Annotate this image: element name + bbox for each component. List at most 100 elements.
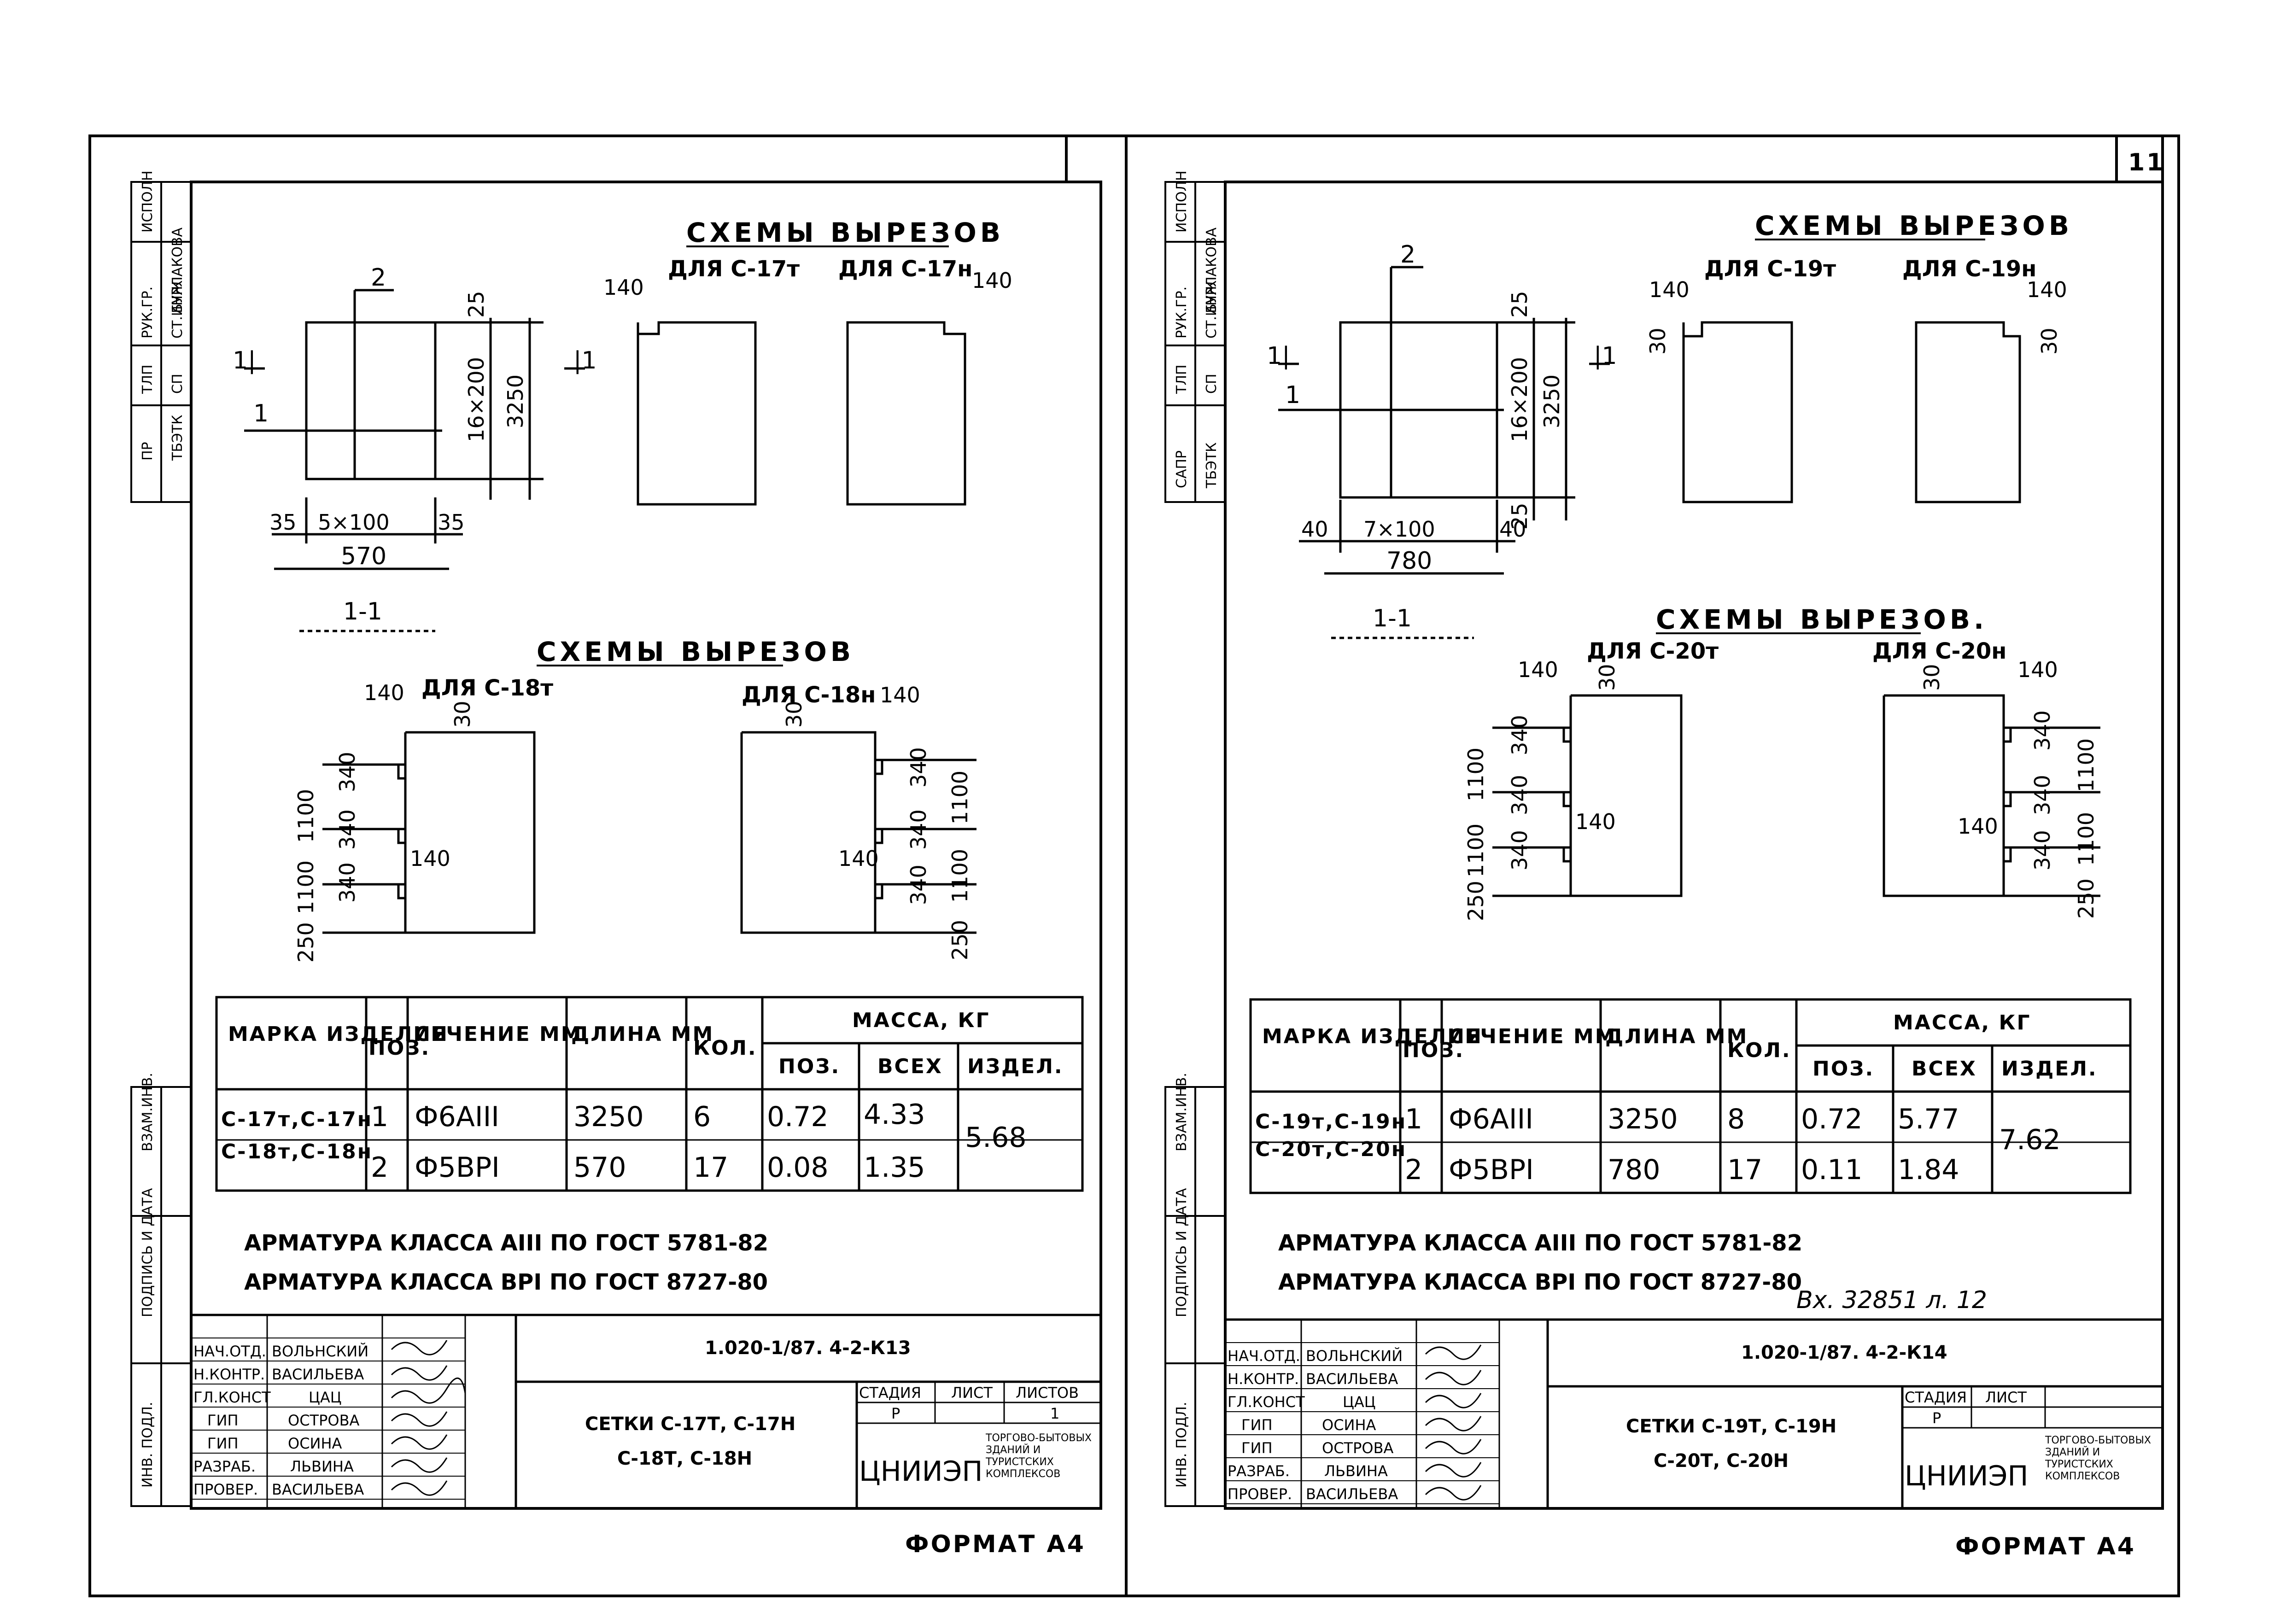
dim-16x200: 16×200 [1507, 357, 1532, 442]
stamp-role-6: ПРОВЕР. [193, 1481, 258, 1498]
dim-40-right: 40 [1499, 517, 1526, 542]
section-mark-left: 1| [1267, 342, 1290, 370]
signature-2 [1425, 1393, 1482, 1408]
dim-570: 570 [341, 543, 386, 570]
table-mark-line2: С-20т,С-20н [1255, 1138, 1407, 1161]
signature-6 [1425, 1485, 1482, 1501]
stamp-org-desc: ТОРГОВО-БЫТОВЫХ ЗДАНИЙ И ТУРИСТСКИХ КОМП… [2045, 1435, 2151, 1482]
dim-30: 30 [2037, 327, 2062, 355]
stamp-org-desc-box: ТОРГОВО-БЫТОВЫХ ЗДАНИЙ И ТУРИСТСКИХ КОМП… [986, 1432, 1092, 1480]
dim-1100: 1100 [947, 849, 972, 903]
signature-5 [1425, 1462, 1482, 1478]
dim-140: 140 [880, 683, 920, 707]
mesh-mark-2: 2 [371, 264, 386, 292]
table-row2-length: 570 [573, 1151, 626, 1184]
stamp-role-3: ГИП [1241, 1416, 1273, 1434]
dim-340: 340 [1507, 830, 1532, 870]
table-row1-section: Ф6АIII [1449, 1103, 1533, 1135]
table-row1-pos: 1 [371, 1101, 388, 1133]
signature-0 [391, 1340, 448, 1355]
table-header-qty: КОЛ. [693, 1036, 757, 1060]
section-mark-right: |1 [573, 347, 597, 374]
table-row2-mass-all: 1.35 [864, 1151, 925, 1184]
dim-140: 140 [838, 846, 879, 871]
table-row1-qty: 6 [693, 1101, 711, 1133]
dim-3250: 3250 [503, 374, 528, 428]
table-header-mass-item: ИЗДЕЛ. [967, 1055, 1064, 1078]
table-header-section: СЕЧЕНИЕ ММ [1449, 1025, 1617, 1048]
cut-scheme-c19t [1682, 321, 1793, 503]
dim-340: 340 [335, 752, 360, 792]
dim-30: 30 [1919, 664, 1944, 691]
top-schemes-title: СХЕМЫ ВЫРЕЗОВ [686, 217, 1004, 248]
stamp-role-2: ГЛ.КОНСТ [1228, 1393, 1305, 1411]
stamp-code: 1.020-1/87. 4-2-К14 [1741, 1342, 1947, 1363]
stamp-name-4: ОСТРОВА [1322, 1439, 1394, 1457]
table-row1-mass-pos: 0.72 [767, 1101, 829, 1133]
dim-25: 25 [1507, 502, 1532, 530]
cut-scheme-c19n [1915, 321, 2021, 503]
table-row2-mass-pos: 0.11 [1801, 1154, 1863, 1186]
note-rebar-bp1: АРМАТУРА КЛАССА ВРI ПО ГОСТ 8727-80 [244, 1269, 768, 1295]
note-rebar-a3: АРМАТУРА КЛАССА АIII ПО ГОСТ 5781-82 [244, 1230, 768, 1256]
signature-4 [1425, 1439, 1482, 1455]
dim-340: 340 [2030, 710, 2055, 751]
side-stamp-isp: ИСПОЛН [140, 170, 156, 233]
stamp-name-5: ЛЬВИНА [1324, 1462, 1388, 1480]
side-stamp-pr: САПР [1174, 450, 1190, 488]
bottom-cut-a-label: ДЛЯ С-20т [1587, 638, 1719, 664]
side-stamp-stinzh: СТ.ИНЖ [1204, 280, 1220, 339]
side-stamp-sp: СП [170, 374, 186, 394]
top-schemes-title: СХЕМЫ ВЫРЕЗОВ [1755, 210, 2073, 241]
dim-340: 340 [335, 809, 360, 850]
table-header-mass-all: ВСЕХ [1912, 1057, 1977, 1081]
side-stamp-sp: СП [1204, 374, 1220, 394]
stamp-role-0: НАЧ.ОТД. [193, 1343, 266, 1360]
dim-140: 140 [1518, 657, 1558, 682]
side-stamp-inv: ИНВ. ПОДЛ. [140, 1402, 156, 1488]
mesh-mark-2: 2 [1400, 241, 1415, 269]
stamp-name-1: ВАСИЛЬЕВА [272, 1366, 364, 1383]
table-mass-total: 5.68 [965, 1122, 1027, 1154]
stamp-sheets-header: ЛИСТОВ [1016, 1384, 1079, 1402]
stamp-role-2: ГЛ.КОНСТ [193, 1389, 271, 1406]
bottom-schemes-title: СХЕМЫ ВЫРЕЗОВ. [1656, 604, 1988, 635]
stamp-name-0: ВОЛЬНСКИЙ [1306, 1347, 1403, 1365]
signature-0 [1425, 1344, 1482, 1360]
dim-30: 30 [1595, 664, 1620, 691]
table-header-section: СЕЧЕНИЕ ММ [415, 1022, 583, 1046]
cut-scheme-c17t [637, 321, 757, 506]
note-rebar-a3: АРМАТУРА КЛАССА АIII ПО ГОСТ 5781-82 [1278, 1230, 1802, 1256]
side-stamp-tp: ТЛП [1174, 365, 1190, 394]
table-header-mass-pos: ПОЗ. [778, 1055, 840, 1078]
side-stamp-org: ТБЭТК [1204, 443, 1220, 489]
dim-340: 340 [335, 862, 360, 903]
dim-35-right: 35 [438, 510, 465, 535]
cut-scheme-c17n [846, 321, 966, 506]
signature-5 [391, 1457, 448, 1473]
dim-340: 340 [1507, 775, 1532, 815]
side-stamp-org: ТБЭТК [170, 415, 186, 461]
dim-340: 340 [2030, 830, 2055, 870]
format-label: ФОРМАТ А4 [1955, 1533, 2136, 1560]
bottom-schemes-title: СХЕМЫ ВЫРЕЗОВ [537, 636, 854, 667]
table-row1-mass-pos: 0.72 [1801, 1103, 1863, 1135]
dim-250: 250 [947, 920, 972, 960]
side-stamp-isp: ИСПОЛН [1174, 170, 1190, 233]
table-row2-qty: 17 [1727, 1154, 1762, 1186]
dim-340: 340 [906, 809, 931, 850]
stamp-title-1: СЕТКИ С-17Т, С-17Н [585, 1414, 795, 1435]
table-header-qty: КОЛ. [1727, 1039, 1791, 1062]
spec-table [215, 996, 1084, 1192]
stamp-stage: Р [891, 1405, 900, 1422]
table-header-pos: ПОЗ. [368, 1036, 430, 1060]
dim-140: 140 [364, 680, 404, 705]
side-stamp-vzam: ВЗАМ.ИНВ. [1174, 1073, 1190, 1151]
stamp-title-2: С-18Т, С-18Н [617, 1448, 752, 1469]
stamp-title-1: СЕТКИ С-19Т, С-19Н [1626, 1416, 1836, 1437]
table-row2-section: Ф5ВРI [1449, 1154, 1534, 1186]
stamp-role-1: Н.КОНТР. [193, 1366, 265, 1383]
dim-1100: 1100 [947, 771, 972, 824]
side-stamp-tp: ТЛП [140, 365, 156, 394]
